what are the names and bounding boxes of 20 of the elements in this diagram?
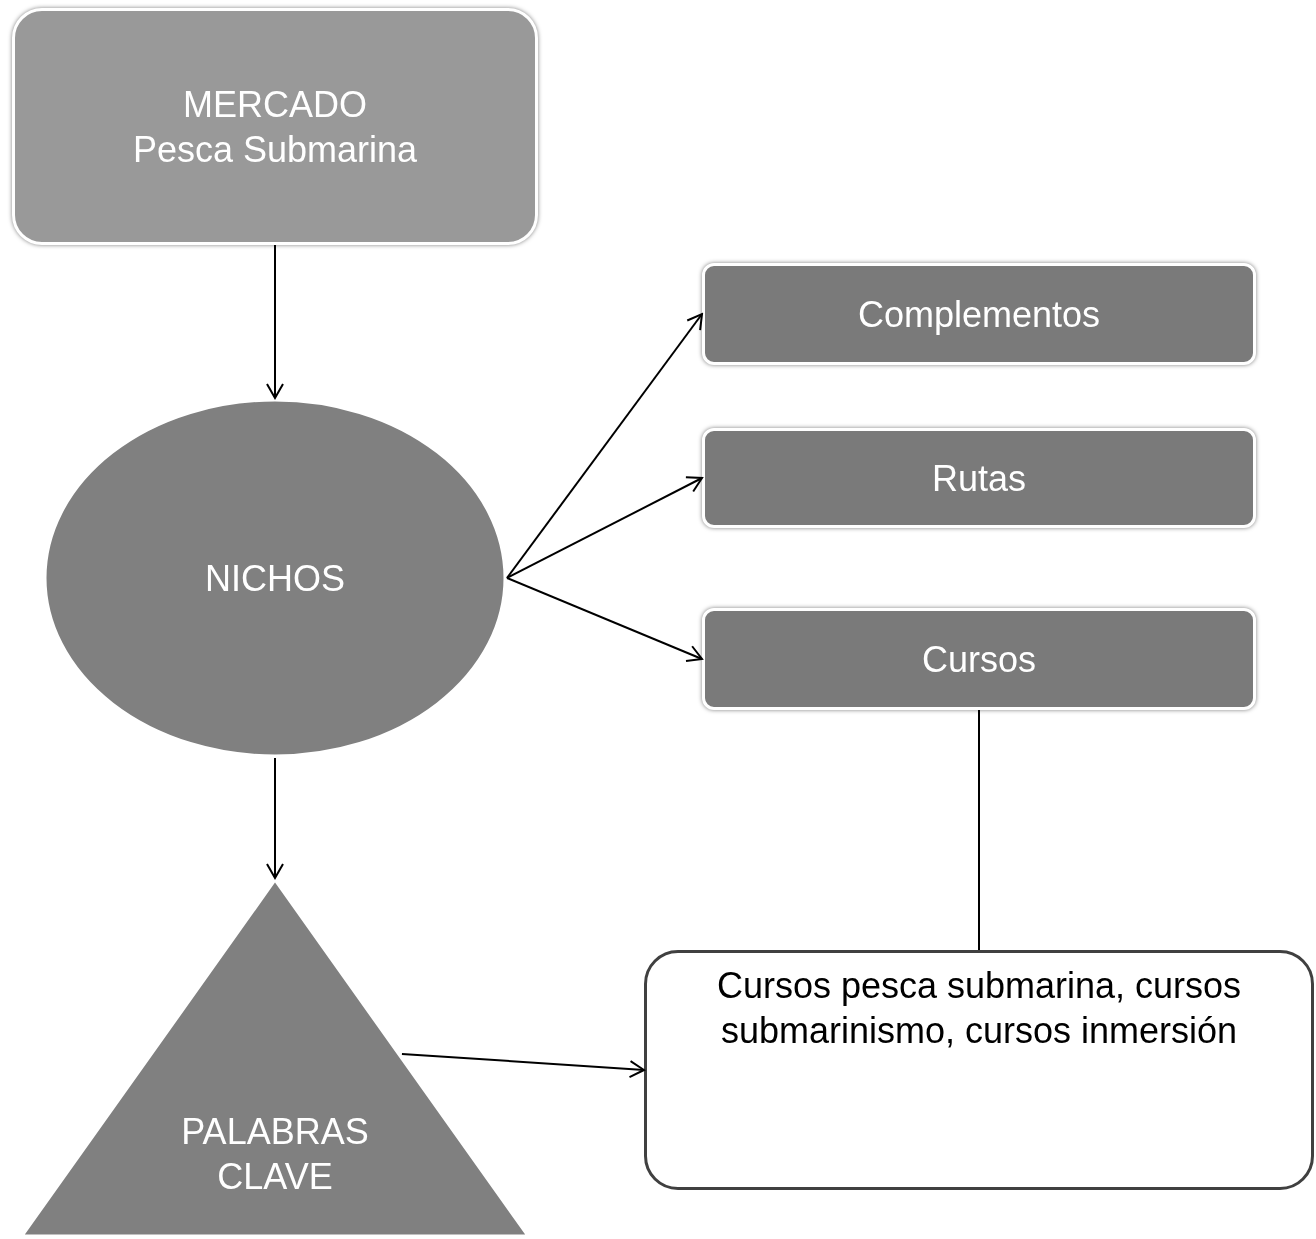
node-label: MERCADO [183, 82, 367, 127]
arrow [506, 476, 703, 579]
arrow [400, 1052, 645, 1079]
process-box [702, 428, 1256, 528]
arrow [266, 244, 284, 399]
arrow [266, 757, 284, 879]
node-label: Rutas [931, 456, 1026, 501]
node-label: Cursos pesca submarina, cursos submarinismo, cursos inmersión [715, 964, 1243, 1053]
text-box [644, 950, 1314, 1190]
connector-line [978, 709, 980, 951]
node-label: Pesca Submarina [132, 127, 418, 172]
node-label: Complementos [857, 292, 1101, 337]
process-box [702, 263, 1256, 365]
process-box [12, 8, 538, 245]
node-label: PALABRAS CLAVE [180, 1110, 370, 1199]
node-label: Cursos [922, 637, 1036, 682]
process-box [702, 608, 1256, 710]
arrow [506, 577, 703, 662]
arrow [506, 313, 703, 579]
node-label: NICHOS [205, 556, 345, 601]
